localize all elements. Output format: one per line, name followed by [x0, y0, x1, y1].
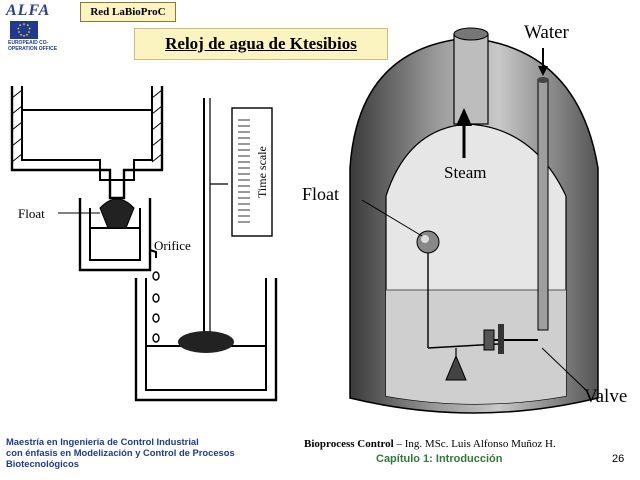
course-credit: Bioprocess Control – Ing. MSc. Luis Alfo… [304, 438, 556, 450]
time-scale-label: Time scale [255, 146, 269, 198]
lower-float-shape [178, 331, 234, 353]
network-badge: Red LaBioProC [80, 2, 176, 22]
alfa-logo-text: ALFA [6, 2, 51, 19]
eu-flag-icon [10, 21, 38, 39]
water-label: Water [524, 22, 570, 43]
program-line-3: Biotecnológicos [6, 458, 79, 469]
program-line-2: con énfasis en Modelización y Control de… [6, 447, 235, 458]
page-number: 26 [612, 453, 625, 465]
valve-label: Valve [584, 386, 627, 407]
steam-vessel-illustration: Water Steam Float Valve [302, 22, 627, 414]
alfa-eu-logo: ALFA EUROPEAID CO-OPERATION OFFICE [6, 2, 64, 54]
left-float-label: Float [18, 206, 45, 221]
water-clock-schematic: Float Orifice Time scale [10, 86, 278, 402]
right-float-label: Float [302, 184, 339, 204]
program-name: Maestría en Ingeniería de Control Indust… [6, 436, 291, 469]
course-separator: – [393, 438, 405, 450]
steam-label: Steam [444, 163, 487, 182]
instructor-name: Ing. MSc. Luis Alfonso Muñoz H. [404, 438, 556, 450]
slide-title: Reloj de agua de Ktesibios [134, 28, 388, 60]
program-line-1: Maestría en Ingeniería de Control Indust… [6, 436, 199, 447]
chapter-label: Capítulo 1: Introducción [376, 453, 503, 465]
orifice-label: Orifice [154, 238, 191, 253]
eu-caption: EUROPEAID CO-OPERATION OFFICE [8, 40, 58, 52]
conical-float-shape [99, 198, 135, 229]
course-name: Bioprocess Control [304, 438, 394, 450]
